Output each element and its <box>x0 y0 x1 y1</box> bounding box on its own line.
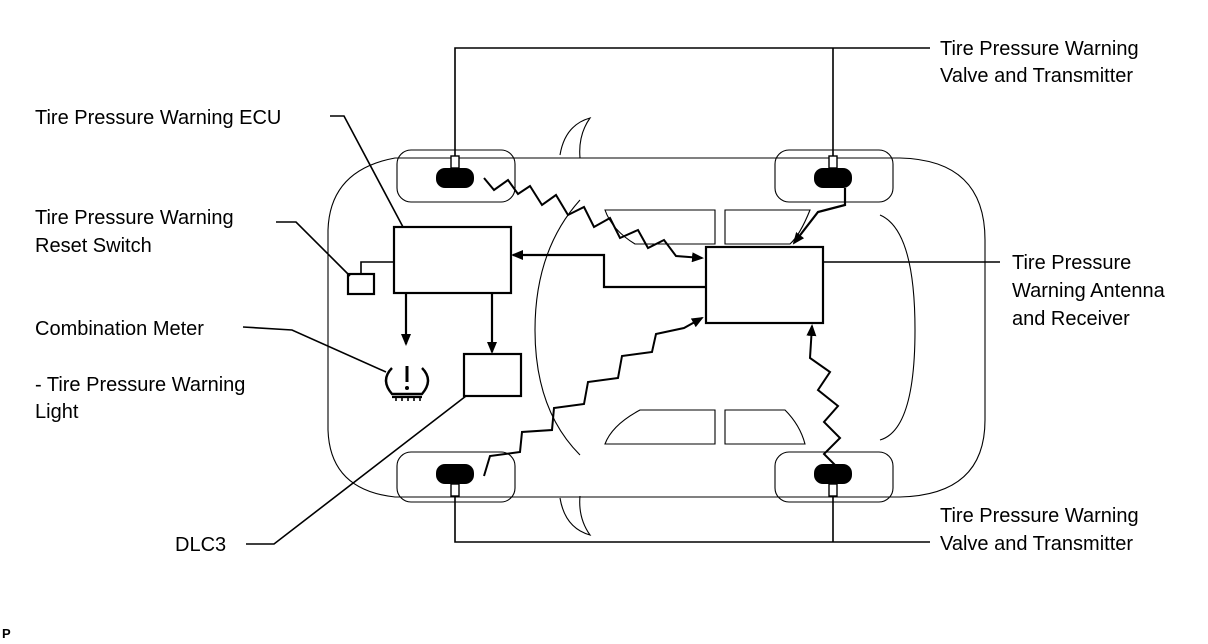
leader-combination-meter <box>242 326 387 373</box>
label-valve-bottom-1: Tire Pressure Warning <box>940 505 1139 527</box>
label-valve-bottom-2: Valve and Transmitter <box>940 533 1133 555</box>
label-receiver-1: Tire Pressure <box>1012 252 1131 274</box>
label-receiver-3: and Receiver <box>1012 308 1130 330</box>
valve-transmitter-front-left <box>436 155 474 188</box>
receiver-box <box>704 245 825 325</box>
tire-pressure-warning-light-icon <box>384 366 430 401</box>
leader-valve-top <box>454 47 930 156</box>
label-receiver-2: Warning Antenna <box>1012 280 1166 302</box>
label-ecu: Tire Pressure Warning ECU <box>35 107 281 129</box>
rear-window-right <box>724 409 806 445</box>
radio-wave-front-left <box>483 177 704 263</box>
side-mirror-top <box>559 117 592 159</box>
label-valve-top-2: Valve and Transmitter <box>940 65 1133 87</box>
label-warning-light-1: - Tire Pressure Warning <box>35 374 245 396</box>
radio-wave-rear-right <box>806 324 842 467</box>
vehicle-rear-outline <box>879 214 916 441</box>
label-dlc3: DLC3 <box>175 534 226 556</box>
reset-switch-box <box>346 272 376 296</box>
leader-reset-switch <box>276 221 351 277</box>
wheel-front-left <box>396 149 516 203</box>
side-mirror-bottom <box>559 495 592 536</box>
radio-wave-rear-left <box>483 317 704 477</box>
reset-switch-wire <box>360 261 394 274</box>
label-reset-switch-1: Tire Pressure Warning <box>35 207 234 229</box>
front-window-left <box>604 209 716 245</box>
vehicle-body-outline <box>327 157 986 498</box>
label-valve-top-1: Tire Pressure Warning <box>940 38 1139 60</box>
label-combination-meter: Combination Meter <box>35 318 204 340</box>
wheel-front-right <box>774 149 894 203</box>
arrow-fr-valve-to-receiver <box>792 188 847 245</box>
dlc3-box <box>462 352 523 398</box>
label-reset-switch-2: Reset Switch <box>35 235 152 257</box>
leader-ecu <box>330 115 404 228</box>
valve-transmitter-rear-right <box>814 464 852 497</box>
valve-transmitter-rear-left <box>436 464 474 497</box>
leader-dlc3 <box>246 395 467 545</box>
wheel-rear-right <box>774 451 894 503</box>
figure-code: P <box>2 626 11 641</box>
label-warning-light-2: Light <box>35 401 79 423</box>
valve-transmitter-front-right <box>814 155 852 188</box>
leader-valve-bottom <box>454 496 930 543</box>
rear-window-left <box>604 409 716 445</box>
wheel-rear-left <box>396 451 516 503</box>
vehicle-cabin-outline <box>534 199 581 456</box>
ecu-box <box>392 225 513 295</box>
arrow-receiver-to-ecu <box>511 250 706 289</box>
